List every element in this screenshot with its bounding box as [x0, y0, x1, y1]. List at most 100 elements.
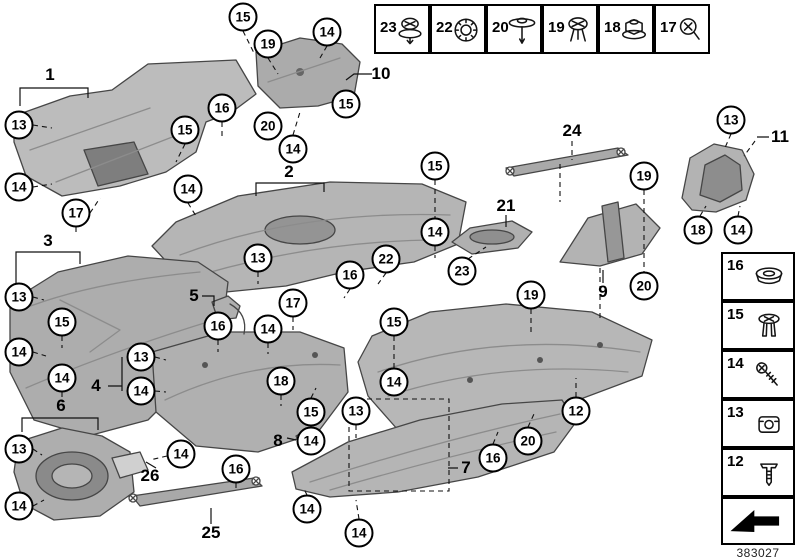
heat-shield-strip	[111, 451, 149, 479]
callout-13: 13	[243, 243, 273, 273]
flange-collar-nut-icon	[751, 260, 787, 296]
callout-14: 14	[4, 491, 34, 521]
legend-number: 19	[548, 19, 565, 36]
expanding-rivet-icon	[560, 13, 596, 49]
group-label-11: 11	[771, 127, 789, 146]
legend-item-23: 23	[374, 4, 430, 54]
clip-nut-icon	[751, 407, 787, 443]
callout-20: 20	[629, 271, 659, 301]
legend-number: 14	[727, 355, 744, 372]
callout-14: 14	[312, 17, 342, 47]
callout-19: 19	[253, 29, 283, 59]
callout-14: 14	[344, 518, 374, 548]
callout-18: 18	[683, 215, 713, 245]
legend-item-20: 20	[486, 4, 542, 54]
legend-item-16: 16	[721, 252, 795, 301]
legend-number: 13	[727, 404, 744, 421]
callout-14: 14	[4, 337, 34, 367]
legend-number: 17	[660, 19, 677, 36]
group-label-1: 1	[45, 65, 55, 84]
group-label-7: 7	[461, 458, 471, 477]
callout-20: 20	[253, 111, 283, 141]
reinforcement-strut-rear	[131, 477, 263, 507]
group-label-6: 6	[56, 396, 66, 415]
group-label-3: 3	[43, 231, 53, 250]
callout-12: 12	[561, 396, 591, 426]
callout-16: 16	[207, 93, 237, 123]
callout-19: 19	[516, 280, 546, 310]
arch-cover-11	[681, 143, 755, 213]
leader-lines-dashed	[32, 30, 756, 520]
small-fasteners	[128, 147, 626, 503]
bracket-9	[559, 201, 661, 267]
callout-17: 17	[278, 288, 308, 318]
group-label-2: 2	[284, 162, 294, 181]
callout-15: 15	[379, 307, 409, 337]
callout-14: 14	[278, 134, 308, 164]
callout-14: 14	[420, 217, 450, 247]
side-screw-icon	[751, 358, 787, 394]
plastic-rivet-icon	[751, 456, 787, 492]
group-label-4: 4	[91, 376, 101, 395]
callout-15: 15	[296, 397, 326, 427]
legend-number: 18	[604, 19, 621, 36]
callout-16: 16	[478, 443, 508, 473]
part-number: 383027	[736, 546, 780, 560]
legend-item-12: 12	[721, 448, 795, 497]
legend-number: 12	[727, 453, 744, 470]
callout-13: 13	[4, 434, 34, 464]
callout-13: 13	[126, 342, 156, 372]
callout-17: 17	[61, 198, 91, 228]
legend-item-17: 17	[654, 4, 710, 54]
callout-13: 13	[4, 282, 34, 312]
group-label-8: 8	[273, 431, 283, 450]
callout-14: 14	[296, 426, 326, 456]
legend-item-15: 15	[721, 301, 795, 350]
legend-number: 22	[436, 19, 453, 36]
callout-16: 16	[203, 311, 233, 341]
callout-14: 14	[166, 439, 196, 469]
screw-with-washer-icon	[392, 13, 428, 49]
callout-16: 16	[335, 260, 365, 290]
callout-23: 23	[447, 256, 477, 286]
group-label-10: 10	[371, 64, 391, 83]
direction-arrow-box	[721, 497, 795, 545]
grommet-nut-icon	[448, 13, 484, 49]
legend-item-18: 18	[598, 4, 654, 54]
callout-15: 15	[331, 89, 361, 119]
legend-item-22: 22	[430, 4, 486, 54]
panel-front-left	[13, 59, 257, 197]
legend-number: 23	[380, 19, 397, 36]
phillips-screw-icon	[672, 13, 708, 49]
callout-20: 20	[513, 426, 543, 456]
callout-14: 14	[723, 215, 753, 245]
panel-mid-lower	[151, 331, 349, 453]
callout-15: 15	[170, 115, 200, 145]
callout-19: 19	[629, 161, 659, 191]
callout-18: 18	[266, 366, 296, 396]
legend-number: 16	[727, 257, 744, 274]
group-label-5: 5	[189, 286, 199, 305]
panel-rear-left	[13, 427, 135, 521]
callout-13: 13	[4, 110, 34, 140]
group-label-9: 9	[598, 282, 608, 301]
leader-lines-solid	[15, 73, 769, 524]
group-label-24: 24	[562, 121, 582, 140]
callout-13: 13	[341, 396, 371, 426]
legend-item-14: 14	[721, 350, 795, 399]
group-7-outline	[348, 398, 450, 492]
callout-15: 15	[47, 307, 77, 337]
cover-plate-21	[451, 220, 533, 255]
group-label-26: 26	[140, 466, 160, 485]
reinforcement-strut-front	[505, 147, 629, 177]
expanding-rivet-2-icon	[751, 309, 787, 345]
callout-14: 14	[126, 376, 156, 406]
callout-14: 14	[292, 494, 322, 524]
callout-14: 14	[379, 367, 409, 397]
direction-arrow-icon	[730, 510, 780, 532]
callout-16: 16	[221, 454, 251, 484]
callout-13: 13	[716, 105, 746, 135]
legend-number: 15	[727, 306, 744, 323]
